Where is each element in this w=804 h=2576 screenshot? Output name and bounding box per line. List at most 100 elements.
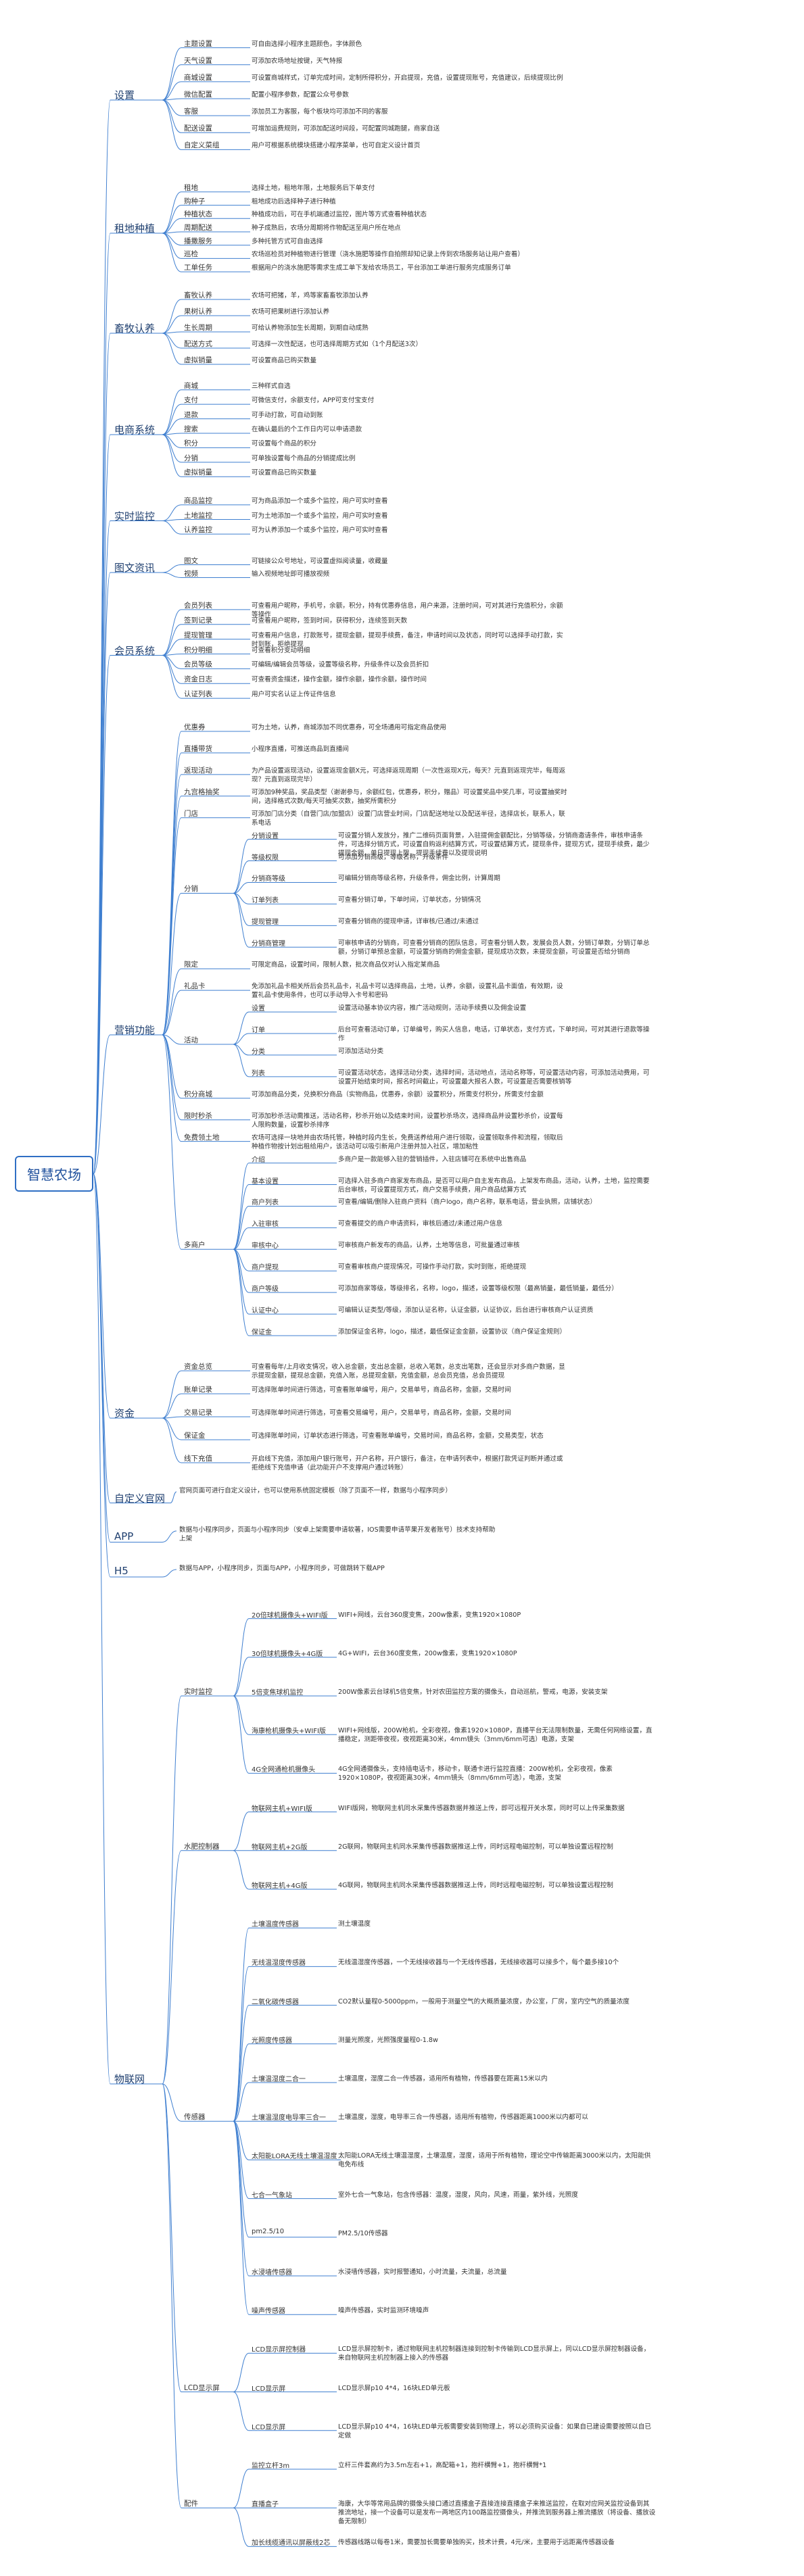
node-description: 可为土地，认养，商城添加不同优惠券，可全场通用可指定商品使用 (252, 723, 446, 731)
connector-curve (162, 434, 182, 448)
node-5-1: 视频 (184, 569, 198, 578)
node-description: 可选择入驻多商户商家发布商品，是否可以用户自主发布商品，上架发布商品，活动，认养… (338, 1177, 650, 1194)
connector-curve (233, 1966, 250, 2122)
node-description: LCD显示屏p10 4*4，16块LED单元板需要安装到物理上，将以必须购买设备… (338, 2423, 651, 2439)
node-7-5: 分销 (184, 885, 198, 894)
node-description: 可为商品添加一个或多个监控，用户可实时查看 (252, 497, 388, 505)
connector-curve (162, 520, 182, 535)
connector-curve (93, 520, 111, 1174)
node-description: 可编辑认证类型/等级，添加认证名称，认证金额，认证协议，后台进行审核商户认证资质 (338, 1307, 594, 1315)
connector-curve (162, 1034, 182, 1045)
node-12-0-3: 海康枪机摄像头+WIFI版 (252, 1728, 326, 1736)
node-6-2: 提现管理 (184, 631, 212, 639)
node-description: 输入视频地址即可播放视频 (252, 570, 330, 578)
node-description: 根据用户的浇水施肥等需求生成工单下发给农场员工，平台添加工单进行服务完成服务订单 (252, 264, 511, 272)
node-7-5-2: 分销商等级 (252, 875, 285, 883)
node-description: 农场可把果树进行添加认养 (252, 308, 330, 316)
node-12-2-3: 光照度传感器 (252, 2037, 292, 2045)
node-3-1: 支付 (184, 396, 198, 405)
node-12-3-2: LCD显示屏 (252, 2423, 286, 2431)
connector-curve (162, 231, 182, 234)
node-7-12-8: 保证金 (252, 1329, 272, 1337)
connector-curve (162, 315, 182, 334)
node-7-4: 门店 (184, 809, 198, 818)
connector-curve (162, 233, 182, 272)
connector-curve (162, 1417, 182, 1440)
node-description: 配置小程序参数，配置公众号参数 (252, 91, 349, 99)
node-description: 可单独设置每个商品的分销提成比例 (252, 454, 356, 462)
node-description: 可选择一次性配送，也可选择周期方式如（1个月配送3次） (252, 341, 423, 348)
connector-curve (162, 433, 182, 435)
branch-10: APP (114, 1530, 134, 1542)
node-0-6: 自定义菜组 (184, 141, 220, 150)
connector-curve (233, 1033, 250, 1045)
node-12-1-0: 物联网主机+WIFI版 (252, 1805, 312, 1813)
node-12-3: LCD显示屏 (184, 2383, 220, 2392)
node-2-4: 虚拟销量 (184, 356, 212, 364)
node-12-2: 传感器 (184, 2113, 206, 2122)
branch-3: 电商系统 (114, 424, 156, 436)
connector-curve (162, 504, 182, 521)
node-description: 可添加商家等级，等级排名，名称，logo，描述，设置等级权限（最高销量，最低销量… (338, 1285, 618, 1293)
connector-curve (162, 1370, 182, 1419)
node-description: 租地成功后选择种子进行种植 (252, 197, 336, 205)
connector-curve (162, 564, 182, 573)
connector-curve (233, 2005, 250, 2122)
node-description: 测量光照度，光照强度量程0-1.8w (338, 2036, 438, 2044)
node-8-3: 保证金 (184, 1432, 206, 1440)
connector-curve (93, 434, 111, 1174)
node-description: 可为土地添加一个或多个监控，用户可实时查看 (252, 512, 388, 520)
node-description: 可给认养物添加生长周期，到期自动成熟 (252, 324, 369, 332)
node-description: 开启线下充值，添加用户银行账号，开户名称，开户银行，备注，在申请列表中，根据打款… (252, 1455, 563, 1472)
connector-curve (162, 1695, 182, 2085)
connector-curve (93, 1034, 111, 1174)
node-12-2-2: 二氧化碳传感器 (252, 1998, 299, 2006)
connector-curve (162, 418, 182, 435)
node-7-5-0: 分销设置 (252, 832, 279, 840)
connector-curve (233, 2352, 250, 2393)
node-3-3: 搜索 (184, 425, 198, 433)
node-description: 可手动打款，可自动到账 (252, 411, 323, 419)
branch-6: 会员系统 (114, 644, 156, 657)
node-description: 农场巡检员对种植物进行管理（浇水施肥等操作自拍照却知记录上传到农场服务站让用户查… (252, 251, 524, 259)
node-description: 2G联网，物联网主机同水采集传感器数据推送上传，同时远程电磁控制，可以单独设置远… (338, 1843, 613, 1851)
connector-curve (233, 1044, 250, 1077)
connector-curve (162, 191, 182, 234)
node-6-5: 资金日志 (184, 675, 212, 684)
connector-curve (233, 892, 250, 926)
connector-curve (162, 99, 182, 150)
connector-curve (93, 1173, 111, 1419)
node-description: 水浸墙传感器，实时报警通知，小时流量，夫流量，总流量 (338, 2268, 507, 2276)
node-description: 设置活动基本协议内容，推广活动规则，活动手续费以及佣金设置 (338, 1004, 527, 1013)
connector-curve (233, 2082, 250, 2122)
node-12-2-6: 太阳能LORA无线土壤温湿度 (252, 2153, 337, 2161)
connector-curve (93, 1173, 111, 2085)
node-description: 可选择账单时间进行筛选，可查看账单编号，用户，交易单号，商品名称，金额，交易时间 (252, 1386, 511, 1394)
node-description: WIFI版网，物联网主机同水采集传感器数据并推送上传，即可远程开关水泵，同时可以… (338, 1804, 625, 1812)
node-description: 可链接公众号地址，可设置虚拟阅读量，收藏量 (252, 557, 388, 565)
node-7-12-5: 商户提现 (252, 1264, 279, 1272)
node-description: 选择土地，租地年限，土地服务后下单支付 (252, 184, 375, 192)
connector-curve (162, 990, 182, 1036)
node-7-12-6: 商户等级 (252, 1286, 279, 1294)
connector-curve (93, 655, 111, 1174)
node-description: WIFI+网线版，200W枪机，全彩夜视，像素1920×1080P，直播平台无法… (338, 1727, 653, 1744)
node-description: 用户可实名认证上传证件信息 (252, 691, 336, 699)
connector-curve (162, 796, 182, 1036)
node-12-2-7: 七合一气象站 (252, 2191, 292, 2200)
node-12-3-0: LCD显示屏控制器 (252, 2346, 306, 2354)
node-12-2-10: 噪声传感器 (252, 2308, 285, 2316)
node-12-2-1: 无线温湿度传感器 (252, 1960, 306, 1968)
node-description: 可添加秒杀活动需推送，活动名称，秒杀开始以及结束时间，设置秒杀场次，选择商品并设… (252, 1112, 563, 1129)
connector-curve (233, 2391, 250, 2431)
node-description: 可增加运费规则，可添加配送时间段，可配置同城跑腿，商家自送 (252, 125, 440, 133)
node-7-1: 直播带货 (184, 744, 212, 753)
node-description: 可查看用户昵称，签到时间，获得积分，连续签到天数 (252, 616, 408, 625)
node-7-12-7: 认证中心 (252, 1307, 279, 1315)
node-12-0: 实时监控 (184, 1688, 212, 1696)
node-1-0: 租地 (184, 183, 198, 192)
connector-curve (162, 389, 182, 435)
node-description: 可查看用户昵称，手机号，余额，积分，持有优惠券信息，用户来源，注册时间，可对其进… (252, 602, 563, 618)
connector-curve (233, 1657, 250, 1697)
connector-curve (233, 892, 250, 948)
